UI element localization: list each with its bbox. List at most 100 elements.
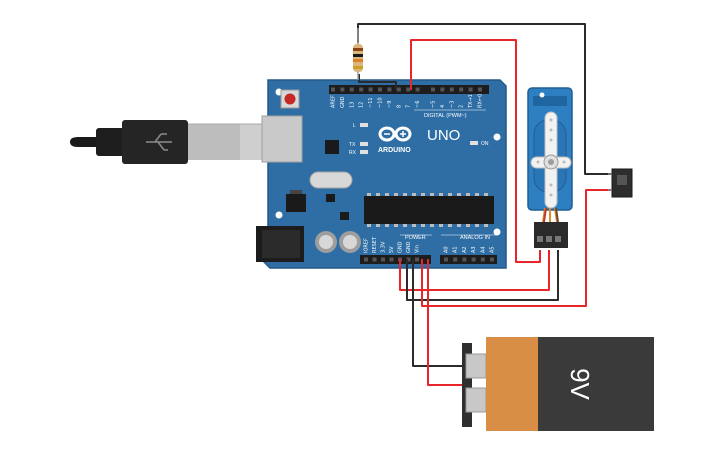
power-pin-hole[interactable]: [389, 257, 394, 262]
digital-pin-label: ~11: [368, 97, 374, 108]
chip-pin: [385, 224, 389, 227]
brand-label: ARDUINO: [378, 147, 411, 154]
power-pin-label: GND: [406, 241, 412, 253]
digital-pin-hole[interactable]: [431, 87, 435, 92]
battery-9v[interactable]: 9V: [462, 337, 654, 431]
chip-pin: [385, 193, 389, 196]
wire-5v-to-servo-power[interactable]: [399, 250, 550, 291]
analog-pin-label: A3: [471, 246, 477, 253]
led-l: [360, 123, 368, 127]
power-pin-hole[interactable]: [372, 257, 377, 262]
analog-pin-hole[interactable]: [444, 257, 448, 262]
wire-pin8-to-servo-signal[interactable]: [410, 39, 541, 263]
usb-logo-icon: [146, 133, 172, 151]
power-jack-inner: [262, 230, 300, 258]
digital-pin-hole[interactable]: [468, 87, 473, 92]
led-tx-label: TX: [349, 142, 356, 148]
chip-pins: [367, 193, 488, 227]
chip-pin: [439, 224, 443, 227]
chip-pin: [457, 193, 461, 196]
chip-pin: [412, 224, 416, 227]
mounting-hole: [493, 133, 501, 141]
on-label: ON: [481, 141, 489, 147]
power-pin-hole[interactable]: [364, 257, 368, 262]
chip-pin: [457, 224, 461, 227]
analog-pin-hole[interactable]: [453, 257, 458, 262]
digital-pin-hole[interactable]: [415, 87, 420, 92]
analog-pin-label: A1: [453, 246, 459, 253]
power-pin-hole[interactable]: [381, 257, 385, 262]
digital-pin-hole[interactable]: [340, 87, 345, 92]
usb-cable-end: [70, 137, 100, 147]
digital-pin-hole[interactable]: [349, 87, 354, 92]
digital-pin-hole[interactable]: [378, 87, 382, 92]
chip-pin: [484, 193, 488, 196]
usb-chip: [325, 140, 339, 154]
wire-pin10-to-resistor[interactable]: [358, 74, 397, 90]
power-header: [360, 255, 431, 264]
power-pin-label: 5V: [389, 246, 395, 253]
digital-pin-hole[interactable]: [440, 87, 445, 92]
reset-button[interactable]: [284, 93, 296, 105]
chip-pin: [448, 224, 452, 227]
digital-pin-label: TX→1: [468, 94, 474, 109]
analog-header: [440, 255, 497, 264]
digital-pin-hole[interactable]: [406, 87, 411, 92]
digital-pin-hole[interactable]: [331, 87, 335, 92]
chip-pin: [376, 193, 380, 196]
slide-switch[interactable]: [608, 168, 633, 198]
battery-body: [538, 337, 654, 431]
analog-pin-hole[interactable]: [471, 257, 476, 262]
resistor[interactable]: [353, 28, 363, 80]
digital-pin-label: 2: [459, 105, 465, 108]
led-on: [470, 141, 478, 145]
digital-pin-label: ~10: [378, 97, 384, 108]
analog-pin-hole[interactable]: [480, 257, 485, 262]
analog-pin-label: A2: [462, 246, 468, 253]
micro-servo-motor[interactable]: [527, 87, 573, 248]
digital-pin-hole[interactable]: [359, 87, 364, 92]
voltage-regulator: [286, 194, 306, 212]
battery-voltage-label: 9V: [565, 368, 595, 400]
wire-gnd-to-battery-negative[interactable]: [412, 259, 464, 367]
digital-pin-label: AREF: [331, 95, 337, 108]
switch-actuator[interactable]: [617, 175, 627, 185]
usb-plug-strain-relief: [96, 128, 126, 156]
led-rx: [360, 150, 368, 154]
chip-pin: [394, 193, 398, 196]
analog-header-label: ANALOG IN: [460, 235, 490, 241]
analog-pin-label: A5: [490, 246, 496, 253]
servo-horn[interactable]: [530, 111, 572, 209]
digital-pin-hole[interactable]: [368, 87, 373, 92]
wire-gnd-to-servo-ground[interactable]: [406, 250, 559, 301]
digital-pin-hole[interactable]: [459, 87, 464, 92]
board-usb-port: [261, 115, 303, 163]
digital-pin-label: ~3: [449, 101, 455, 108]
chip-pin: [376, 224, 380, 227]
digital-pin-hole[interactable]: [449, 87, 454, 92]
usb-cable[interactable]: [70, 120, 298, 164]
digital-pin-label: ~9: [387, 101, 393, 108]
chip-pin: [421, 224, 425, 227]
wire-vin-to-battery-positive[interactable]: [427, 259, 464, 386]
analog-pin-hole[interactable]: [490, 257, 494, 262]
power-pin-hole[interactable]: [406, 257, 411, 262]
chip-pin: [394, 224, 398, 227]
chip-pin: [430, 224, 434, 227]
analog-pin-label: A0: [444, 246, 450, 253]
chip-pin: [475, 193, 479, 196]
battery-clip: [462, 343, 472, 427]
servo-connector: [534, 222, 568, 248]
chip-pin: [448, 193, 452, 196]
analog-pin-hole[interactable]: [462, 257, 467, 262]
digital-pin-hole[interactable]: [387, 87, 392, 92]
chip-pin: [412, 193, 416, 196]
wire-vin-to-switch[interactable]: [421, 189, 616, 307]
mounting-hole: [493, 228, 501, 236]
digital-pin-hole[interactable]: [396, 87, 401, 92]
mounting-hole: [275, 211, 283, 219]
digital-pin-hole[interactable]: [478, 87, 482, 92]
power-pin-hole[interactable]: [415, 257, 419, 262]
